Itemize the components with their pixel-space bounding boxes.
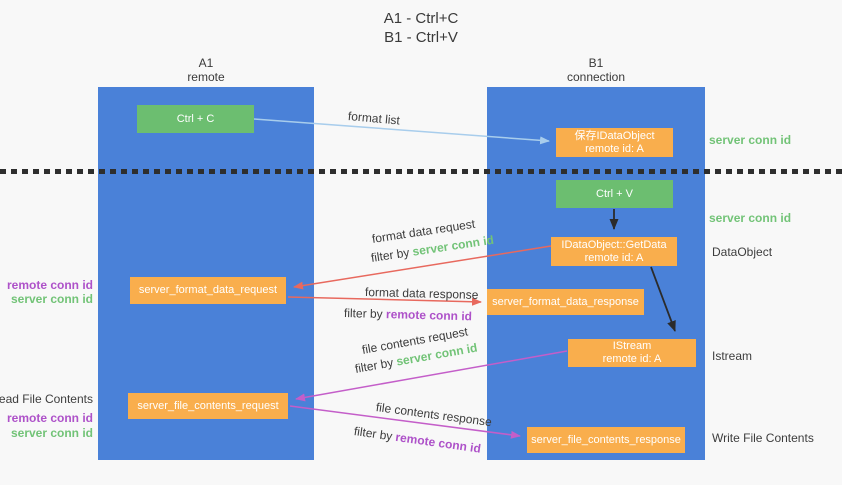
remote-conn-id-key: remote conn id: [385, 307, 473, 324]
save-idataobject-box: 保存IDataObject remote id: A: [556, 128, 673, 157]
idataobject-getdata-box: IDataObject::GetData remote id: A: [551, 237, 677, 266]
lifeline-b1-name: B1: [588, 56, 604, 70]
server-conn-id-label-left-2: server conn id: [10, 426, 93, 440]
server-conn-id-label-left-1: server conn id: [10, 292, 93, 306]
lifeline-a1-name: A1: [198, 56, 214, 70]
getdata-line1: IDataObject::GetData: [561, 238, 667, 251]
ctrl-v-label: Ctrl + V: [596, 187, 633, 200]
dataobject-label: DataObject: [712, 245, 773, 259]
istream-line2: remote id: A: [602, 353, 662, 365]
read-file-contents-label: Read File Contents: [0, 392, 93, 406]
istream-side-label: Istream: [712, 349, 753, 363]
ctrl-c-label: Ctrl + C: [176, 112, 215, 125]
title-line-1: A1 - Ctrl+C: [383, 10, 459, 27]
filter-by-prefix: filter by: [369, 244, 414, 265]
remote-conn-id-label-left-2: remote conn id: [6, 411, 93, 425]
diagram-title: A1 - Ctrl+C B1 - Ctrl+V: [0, 9, 842, 47]
server-file-contents-response-label: server_file_contents_response: [531, 433, 681, 446]
machine-boundary-dotted-line: [0, 169, 842, 174]
lifeline-header-b1: B1 connection: [487, 56, 705, 84]
remote-conn-id-key: remote conn id: [394, 429, 482, 456]
server-file-contents-response-box: server_file_contents_response: [527, 427, 685, 453]
filter-by-prefix: filter by: [343, 306, 387, 322]
server-format-data-request-label: server_format_data_request: [138, 284, 278, 296]
istream-box: IStream remote id: A: [568, 339, 696, 367]
lifeline-header-a1: A1 remote: [98, 56, 314, 84]
server-format-data-request-box: server_format_data_request: [130, 277, 286, 304]
remote-conn-id-label-left-1: remote conn id: [6, 278, 93, 292]
ctrl-v-box: Ctrl + V: [556, 180, 673, 208]
format-data-response-filter-label: filter by remote conn id: [344, 306, 472, 323]
file-contents-response-label: file contents response: [375, 400, 493, 430]
server-file-contents-request-label: server_file_contents_request: [137, 399, 279, 412]
server-conn-id-label-mid-right: server conn id: [709, 211, 792, 225]
server-file-contents-request-box: server_file_contents_request: [128, 393, 288, 419]
write-file-contents-label: Write File Contents: [712, 431, 814, 445]
istream-line1: IStream: [612, 340, 652, 352]
file-contents-response-filter-label: filter by remote conn id: [353, 424, 482, 456]
format-list-label: format list: [347, 109, 401, 128]
lifeline-a1-role: remote: [187, 70, 225, 84]
lifeline-b1-role: connection: [566, 70, 626, 84]
save-idataobject-line1: 保存IDataObject: [574, 129, 655, 142]
getdata-line2: remote id: A: [584, 251, 644, 264]
filter-by-prefix: filter by: [353, 354, 398, 376]
server-format-data-response-box: server_format_data_response: [487, 289, 644, 315]
server-conn-id-label-top-right: server conn id: [709, 133, 792, 147]
server-format-data-response-label: server_format_data_response: [492, 295, 639, 308]
save-idataobject-line2: remote id: A: [585, 142, 644, 155]
ctrl-c-box: Ctrl + C: [137, 105, 254, 133]
format-data-response-label: format data response: [364, 285, 479, 302]
filter-by-prefix: filter by: [353, 424, 397, 444]
title-line-2: B1 - Ctrl+V: [384, 29, 458, 46]
